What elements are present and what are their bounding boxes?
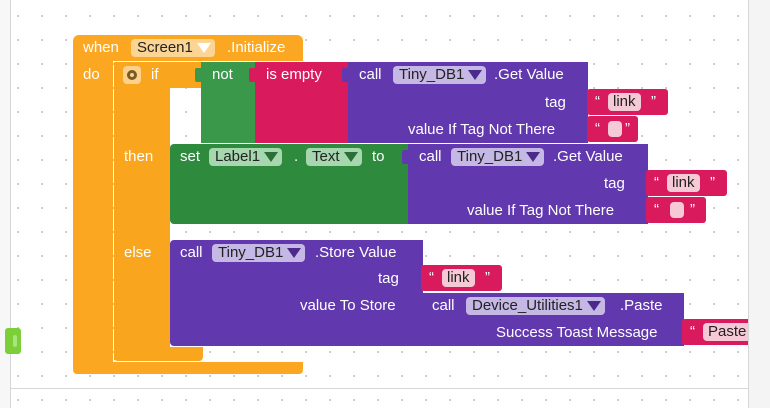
default-value-label: value If Tag Not There [467,202,615,219]
tinydb-component-name: Tiny_DB1 [218,244,284,261]
not-label: not [212,66,233,83]
tinydb-component-name: Tiny_DB1 [457,148,523,165]
not-block[interactable] [201,62,256,143]
is-empty-block-connector [249,68,255,82]
dropdown-arrow-icon [196,43,211,53]
tag-string-value[interactable]: link [442,269,475,287]
open-quote: “ [595,120,600,137]
method-label: .Get Value [553,148,623,165]
close-quote: ” [690,201,695,218]
empty-string-value[interactable] [670,202,684,218]
close-quote: ” [710,174,715,191]
then-label: then [124,148,154,165]
tinydb-component-dropdown[interactable]: Tiny_DB1 [393,66,487,84]
dropdown-arrow-icon [526,152,541,162]
collapsed-block-stub[interactable] [5,328,21,354]
call-label: call [180,244,203,261]
open-quote: “ [654,201,659,218]
if-block-footer [114,347,203,361]
else-label: else [124,244,152,261]
open-quote: “ [654,174,659,191]
screen-component-dropdown[interactable]: Screen1 [131,39,215,57]
open-quote: “ [595,93,600,110]
event-block-footer [73,362,303,374]
event-block-body [73,61,113,374]
toast-message-label: Success Toast Message [496,324,658,341]
if-label: if [151,66,159,83]
method-label: .Store Value [315,244,397,261]
close-quote: ” [625,120,630,137]
open-quote: “ [429,269,434,286]
dropdown-arrow-icon [343,152,358,162]
to-label: to [372,148,385,165]
close-quote: ” [485,269,490,286]
mutator-gear-icon[interactable] [123,66,141,84]
device-utilities-component-name: Device_Utilities1 [472,297,583,314]
label-component-name: Label1 [215,148,261,165]
tag-string-value[interactable]: link [667,174,700,192]
workspace-vertical-scrollbar[interactable] [748,0,770,408]
dropdown-arrow-icon [586,301,601,311]
device-utilities-component-dropdown[interactable]: Device_Utilities1 [466,297,605,315]
is-empty-block[interactable] [255,62,350,143]
property-dropdown[interactable]: Text [306,148,362,166]
set-label: set [180,148,201,165]
tinydb-component-dropdown[interactable]: Tiny_DB1 [451,148,545,166]
value-to-store-label: value To Store [300,297,396,314]
tag-string-block[interactable]: “ link ” [646,170,727,196]
get-value-1-connector [342,68,348,82]
tinydb-component-name: Tiny_DB1 [399,66,465,83]
open-quote: “ [690,323,695,340]
get-value-2-connector [402,150,408,164]
when-label: when [83,39,119,56]
tag-label: tag [545,94,566,111]
not-block-connector [195,68,201,82]
is-empty-label: is empty [266,66,322,83]
workspace-left-edge [0,0,11,408]
property-dot: . [294,148,299,165]
empty-string-block[interactable]: “ ” [646,197,706,223]
tag-string-block[interactable]: “ link ” [421,265,502,291]
paste-block-connector [415,299,421,313]
empty-string-block[interactable]: “ ” [587,116,638,142]
label-component-dropdown[interactable]: Label1 [209,148,283,166]
screen-component-name: Screen1 [137,39,193,56]
method-label: .Get Value [494,66,564,83]
default-value-label: value If Tag Not There [408,121,556,138]
call-label: call [419,148,442,165]
empty-string-value[interactable] [608,121,622,137]
call-label: call [359,66,382,83]
property-name: Text [312,148,340,165]
dropdown-arrow-icon [468,70,483,80]
method-label: .Paste [620,297,663,314]
event-name-label: .Initialize [227,39,286,56]
tag-string-value[interactable]: link [608,93,641,111]
close-quote: ” [651,93,656,110]
workspace-bottom-edge [10,388,748,389]
tag-label: tag [604,175,625,192]
tinydb-component-dropdown[interactable]: Tiny_DB1 [212,244,306,262]
dropdown-arrow-icon [264,152,279,162]
tag-label: tag [378,270,399,287]
toast-string-block[interactable]: “ Paste [682,319,752,345]
toast-string-value[interactable]: Paste [703,323,752,341]
do-label: do [83,66,100,83]
if-block-spine [114,62,170,360]
dropdown-arrow-icon [287,248,302,258]
tag-string-block[interactable]: “ link ” [587,89,668,115]
call-label: call [432,297,455,314]
